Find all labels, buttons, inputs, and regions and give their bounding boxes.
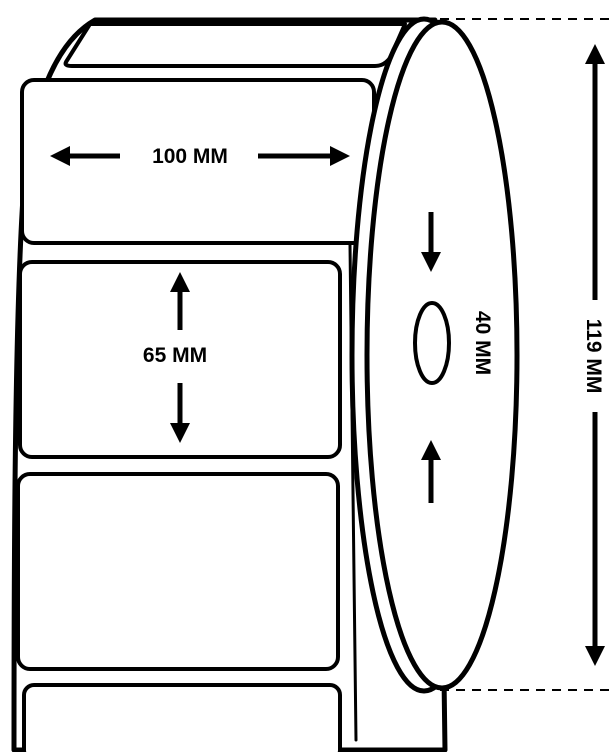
core-diameter-dimension: 40 MM [421, 212, 494, 503]
core-diameter-text: 40 MM [471, 311, 494, 375]
label-2 [18, 260, 342, 459]
label-height-dimension: 65 MM [143, 272, 207, 443]
roll-diameter-text: 119 MM [582, 319, 605, 394]
height-arrow-up-head [170, 272, 190, 292]
label-width-text: 100 MM [152, 145, 228, 168]
width-arrow-left-head [50, 146, 70, 166]
core-arrow-up-head [421, 440, 441, 460]
core-hole [413, 301, 451, 385]
roll-diameter-guides [440, 18, 612, 691]
label-3 [16, 472, 340, 671]
roll-diameter-dimension: 119 MM [582, 44, 605, 666]
height-arrow-down-head [170, 423, 190, 443]
roll-body [11, 16, 520, 752]
width-arrow-right-head [330, 146, 350, 166]
roll-arrow-up-head [585, 44, 605, 64]
label-width-dimension: 100 MM [50, 145, 350, 168]
label-top-partial [63, 22, 407, 68]
core-arrow-down-head [421, 252, 441, 272]
roll-arrow-down-head [585, 646, 605, 666]
label-4-partial [22, 683, 342, 752]
label-height-text: 65 MM [143, 344, 207, 367]
